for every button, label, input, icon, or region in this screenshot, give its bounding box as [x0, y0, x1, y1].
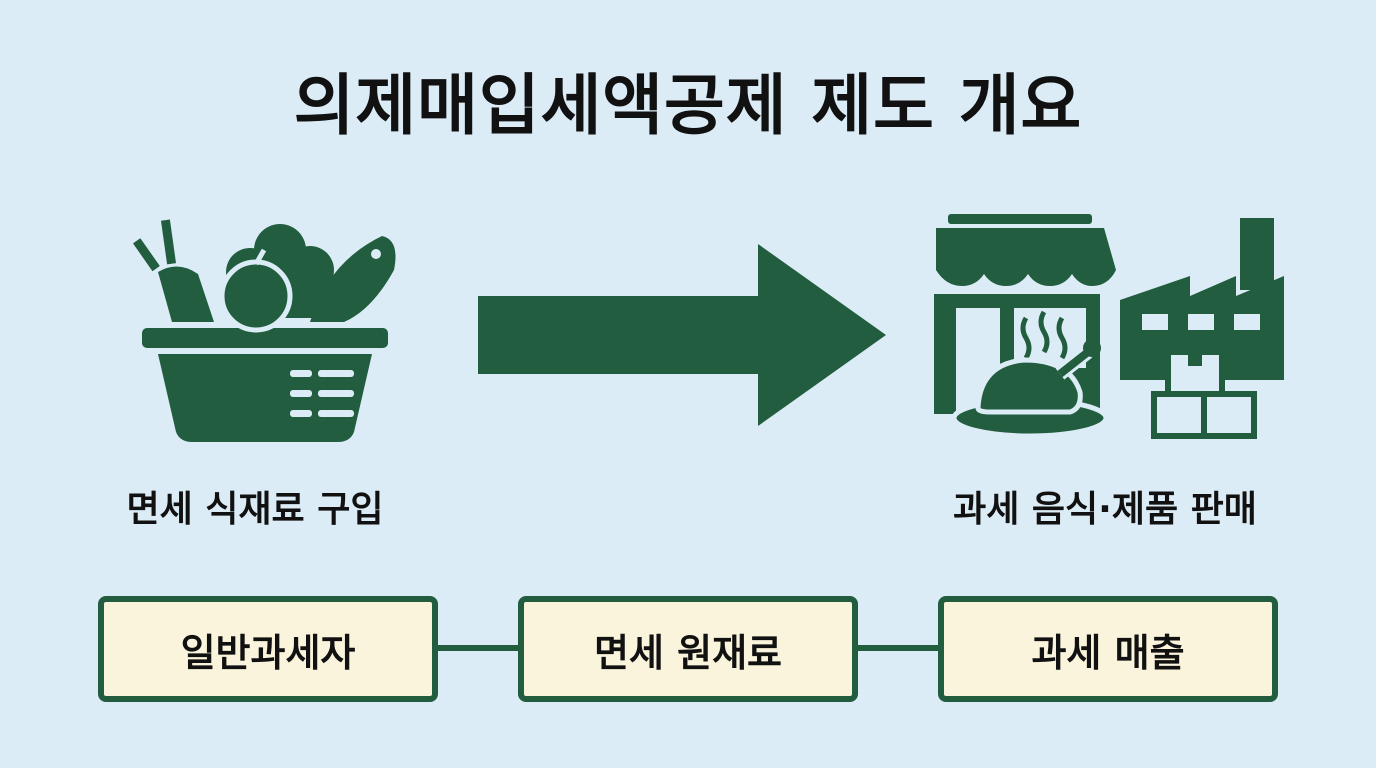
factory-icon — [1120, 218, 1284, 439]
vegetable-basket-icon — [132, 219, 396, 442]
flow-connector — [434, 645, 524, 651]
flow-box-taxable-sales: 과세 매출 — [938, 596, 1278, 702]
flow-connector — [854, 645, 944, 651]
right-label: 과세 음식·제품 판매 — [953, 489, 1257, 530]
restaurant-store-icon — [934, 214, 1116, 439]
left-label: 면세 식재료 구입 — [126, 489, 384, 530]
right-arrow-icon — [478, 244, 886, 426]
flow-box-taxpayer: 일반과세자 — [98, 596, 438, 702]
page-title: 의제매입세액공제 제도 개요 — [293, 67, 1083, 144]
flow-box-raw-material: 면세 원재료 — [518, 596, 858, 702]
